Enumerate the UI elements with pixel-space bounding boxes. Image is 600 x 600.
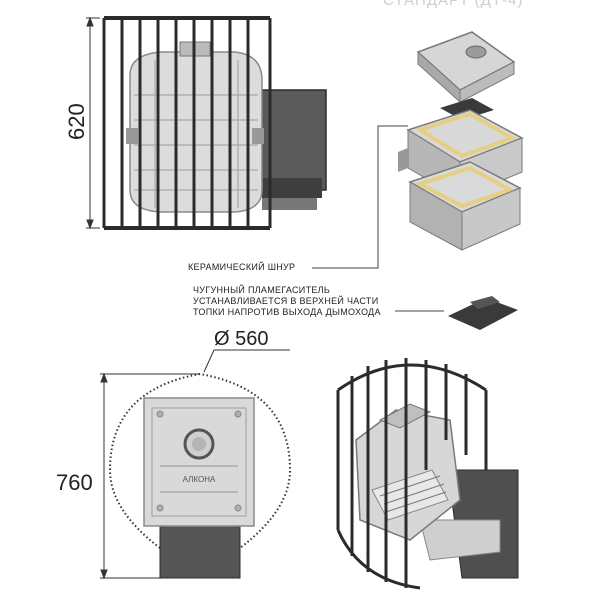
firebox-body-front (129, 51, 263, 213)
front-plate-plan (143, 397, 255, 527)
ceramic-cord-upper (415, 111, 517, 159)
ceramic-cord-label: КЕРАМИЧЕСКИЙ ШНУР (188, 261, 295, 272)
front-plate-frame (151, 407, 247, 517)
cutaway-floor-plate (419, 519, 501, 561)
chimney-box-front (261, 89, 327, 191)
front-view: 620 (64, 16, 327, 230)
chimney-box-base (262, 198, 317, 210)
dimension-620-label: 620 (64, 103, 89, 140)
flame-spreader-label-3: ТОПКИ НАПРОТИВ ВЫХОДА ДЫМОХОДА (193, 307, 381, 317)
plan-view: Ø 560 АЛКОНА 760 (56, 328, 292, 580)
mesh-frame-front (102, 16, 272, 230)
chimney-box-plan (159, 519, 241, 579)
upper-section-lug (398, 148, 408, 172)
flame-spreader-label-2: УСТАНАВЛИВАЕТСЯ В ВЕРХНЕЙ ЧАСТИ (193, 295, 378, 306)
side-lug-right (252, 128, 264, 144)
dimension-760-line (100, 372, 200, 580)
top-lid-side-right (459, 61, 515, 103)
dimension-620-line (86, 16, 100, 230)
cylinder-bottom-rim (336, 529, 421, 590)
chimney-box-shelf (262, 178, 322, 198)
exploded-view (312, 31, 524, 269)
ceramic-cord-lower (414, 165, 515, 209)
body-ribs-front (134, 60, 258, 208)
dimension-760-label: 760 (56, 470, 93, 495)
cylinder-bars (336, 358, 488, 588)
diameter-leader-slant (203, 349, 215, 373)
dark-gasket-plate (440, 98, 494, 120)
plate-bolts (156, 410, 242, 512)
flame-spreader-plate (448, 298, 518, 330)
flame-spreader-label-1: ЧУГУННЫЙ ПЛАМЕГАСИТЕЛЬ (193, 284, 330, 295)
grate-bars (379, 475, 447, 513)
flue-opening-inner (192, 437, 206, 451)
side-lug-left (126, 128, 138, 144)
ceramic-cord-leader (312, 125, 408, 269)
header-title: СТАНДАРТ (ДТ-4) (383, 0, 523, 9)
cylinder-top-rim (337, 363, 487, 392)
cutaway-view (336, 358, 519, 590)
door-brand-label: АЛКОНА (183, 475, 216, 484)
lower-section-right (461, 187, 521, 251)
flame-spreader-ridge (470, 296, 500, 309)
plate-ribs (160, 465, 238, 493)
diameter-label: Ø 560 (214, 328, 268, 350)
top-lid-flue (465, 45, 487, 59)
